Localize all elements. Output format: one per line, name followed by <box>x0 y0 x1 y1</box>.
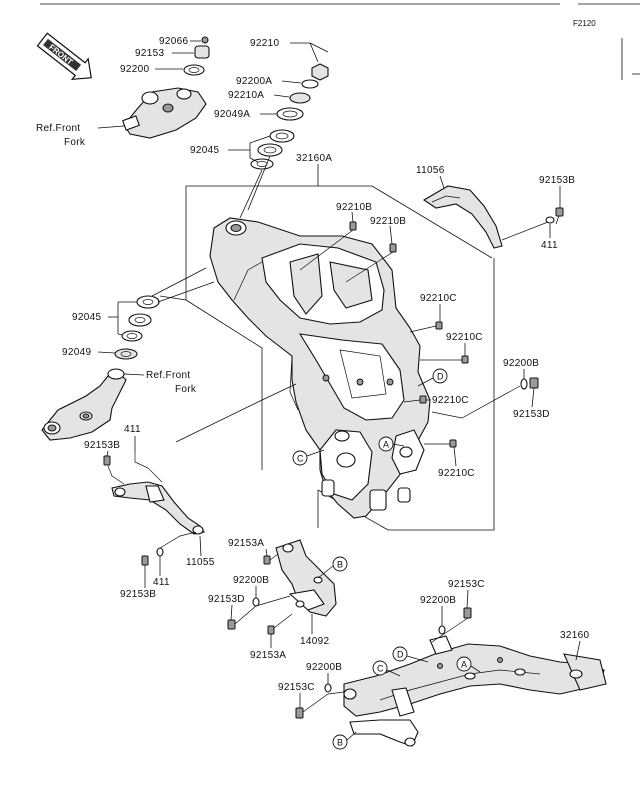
bearing-92049A <box>276 107 304 121</box>
collar-411-lower <box>156 547 164 557</box>
main-frame-32160A <box>209 217 431 519</box>
callout-B-bracket: B <box>317 556 348 579</box>
bolt-92153C-rear-upper <box>463 607 472 619</box>
bolt-92153B-upper <box>555 207 564 225</box>
label-92200: 92200 <box>120 64 149 75</box>
bolt-92153C-rear-lower <box>295 707 304 719</box>
bearing-92045-lower <box>121 295 160 342</box>
washer-92200B-right <box>520 378 528 390</box>
frame-box-top <box>186 185 493 259</box>
callout-A-frame: A <box>378 436 405 452</box>
stem-nut-92066 <box>201 36 209 44</box>
nut-92210A <box>289 92 311 104</box>
label-92210C-4: 92210C <box>438 468 475 479</box>
figure-code: F2120 <box>573 19 596 28</box>
svg-text:C: C <box>297 454 304 464</box>
label-11056: 11056 <box>416 165 445 176</box>
label-92066: 92066 <box>159 36 188 47</box>
svg-text:D: D <box>437 372 444 382</box>
label-92153B-lower-top: 92153B <box>84 440 120 451</box>
label-92210C-3: 92210C <box>432 395 469 406</box>
bolts-92210B <box>349 221 397 253</box>
callout-C-rear: C <box>372 660 401 677</box>
callout-D-frame: D <box>417 368 448 387</box>
bolt-92153A-lower <box>267 625 275 635</box>
label-92153C-rear-lower: 92153C <box>278 682 315 693</box>
callout-A-rear: A <box>456 656 481 673</box>
bolt-92153D-lower <box>227 619 236 630</box>
label-92049: 92049 <box>62 347 91 358</box>
label-92153C-rear-upper: 92153C <box>448 579 485 590</box>
label-32160A: 32160A <box>296 153 332 164</box>
label-92210C-2: 92210C <box>446 332 483 343</box>
label-92049A: 92049A <box>214 109 250 120</box>
label-32160: 32160 <box>560 630 589 641</box>
collar-411-upper <box>545 216 555 224</box>
ref-front-fork-lower-line2: Fork <box>175 384 197 395</box>
label-92153A-lower: 92153A <box>250 650 286 661</box>
svg-text:A: A <box>383 440 389 450</box>
bracket-14092 <box>275 539 337 617</box>
bolts-92210C <box>419 321 469 448</box>
stem-bolt-92153 <box>194 45 210 59</box>
label-92200B-rear-upper: 92200B <box>420 595 456 606</box>
svg-text:B: B <box>337 560 343 570</box>
label-92210: 92210 <box>250 38 279 49</box>
label-92210B-2: 92210B <box>370 216 406 227</box>
label-92153D-right: 92153D <box>513 409 550 420</box>
frame-cover-11056 <box>422 185 503 249</box>
bolt-92153D-right <box>529 377 539 389</box>
ref-front-fork-upper-line2: Fork <box>64 137 86 148</box>
label-92153D-lower: 92153D <box>208 594 245 605</box>
label-92153B-upper: 92153B <box>539 175 575 186</box>
bearing-92049-lower <box>114 348 138 360</box>
label-92210C-1: 92210C <box>420 293 457 304</box>
bolt-92153A-upper <box>263 555 271 565</box>
label-92045-lower: 92045 <box>72 312 101 323</box>
svg-text:B: B <box>337 738 343 748</box>
label-411-lower-top: 411 <box>124 424 141 435</box>
label-92210B-1: 92210B <box>336 202 372 213</box>
ref-front-fork-upper-line1: Ref.Front <box>36 123 80 134</box>
svg-text:C: C <box>377 664 384 674</box>
label-14092: 14092 <box>300 636 329 647</box>
label-92153-top: 92153 <box>135 48 164 59</box>
label-92153A-upper: 92153A <box>228 538 264 549</box>
label-411-upper: 411 <box>541 240 558 251</box>
label-92200B-rear-lower: 92200B <box>306 662 342 673</box>
callout-D-rear: D <box>392 646 429 663</box>
washer-92200A <box>301 79 319 89</box>
label-11055: 11055 <box>186 557 215 568</box>
label-92210A: 92210A <box>228 90 264 101</box>
washer-92200B-rear-lower <box>324 683 332 693</box>
label-92200A: 92200A <box>236 76 272 87</box>
label-92200B-lower: 92200B <box>233 575 269 586</box>
steering-stem-top-clamp <box>122 87 207 139</box>
stem-washer-92200 <box>183 64 205 76</box>
ref-front-fork-lower-line1: Ref.Front <box>146 370 190 381</box>
front-arrow-badge: FRONT <box>36 32 92 81</box>
bracket-11055 <box>111 481 205 535</box>
rear-subframe-32160 <box>343 635 607 747</box>
bolt-92153B-lower <box>141 555 149 566</box>
bolt-92153B-lower-top <box>103 455 111 466</box>
svg-text:A: A <box>461 660 467 670</box>
washer-92200B-rear-upper <box>438 625 446 635</box>
lower-steering-stem <box>41 368 127 441</box>
washer-92200B-lower <box>252 597 260 607</box>
callout-B-rear: B <box>332 731 357 750</box>
label-92200B-right: 92200B <box>503 358 539 369</box>
svg-text:D: D <box>397 650 404 660</box>
label-92153B-lower: 92153B <box>120 589 156 600</box>
callout-C-frame: C <box>292 449 325 466</box>
bearing-92045-upper <box>250 129 295 170</box>
steering-nut-92210 <box>311 63 329 81</box>
label-411-lower: 411 <box>153 577 170 588</box>
label-92045-upper: 92045 <box>190 145 219 156</box>
